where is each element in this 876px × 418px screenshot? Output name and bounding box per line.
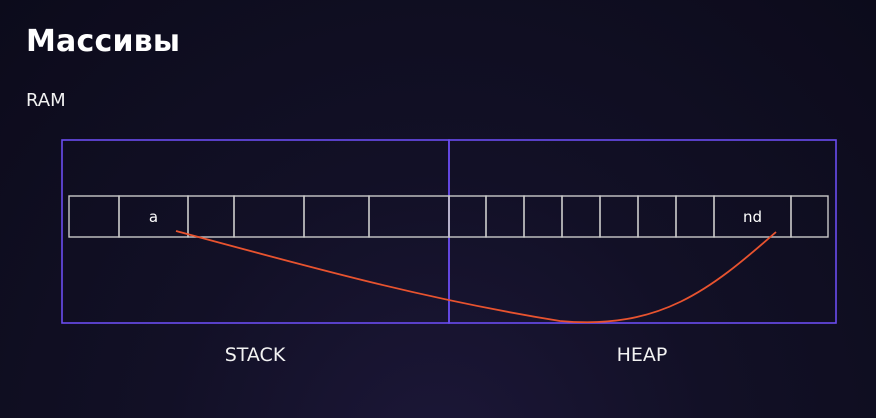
memory-cell [637, 195, 677, 238]
memory-cell [303, 195, 370, 238]
memory-cell [68, 195, 120, 238]
memory-cell [561, 195, 601, 238]
memory-cell [233, 195, 305, 238]
ram-label: RAM [26, 90, 66, 111]
stack-region [61, 139, 450, 324]
memory-cell-row: a nd [68, 195, 829, 238]
pointer-curve [175, 230, 777, 324]
memory-cell [448, 195, 487, 238]
memory-cell [523, 195, 563, 238]
heap-label: HEAP [616, 344, 668, 366]
memory-cell [368, 195, 450, 238]
memory-cell [675, 195, 715, 238]
stack-label: STACK [224, 344, 286, 366]
memory-cell-label: nd [743, 208, 762, 226]
memory-cell [485, 195, 525, 238]
slide-title: Массивы [26, 24, 181, 59]
memory-cell [187, 195, 235, 238]
memory-cell [790, 195, 829, 238]
heap-region [448, 139, 837, 324]
memory-cell-label: a [149, 208, 158, 226]
memory-cell [599, 195, 639, 238]
